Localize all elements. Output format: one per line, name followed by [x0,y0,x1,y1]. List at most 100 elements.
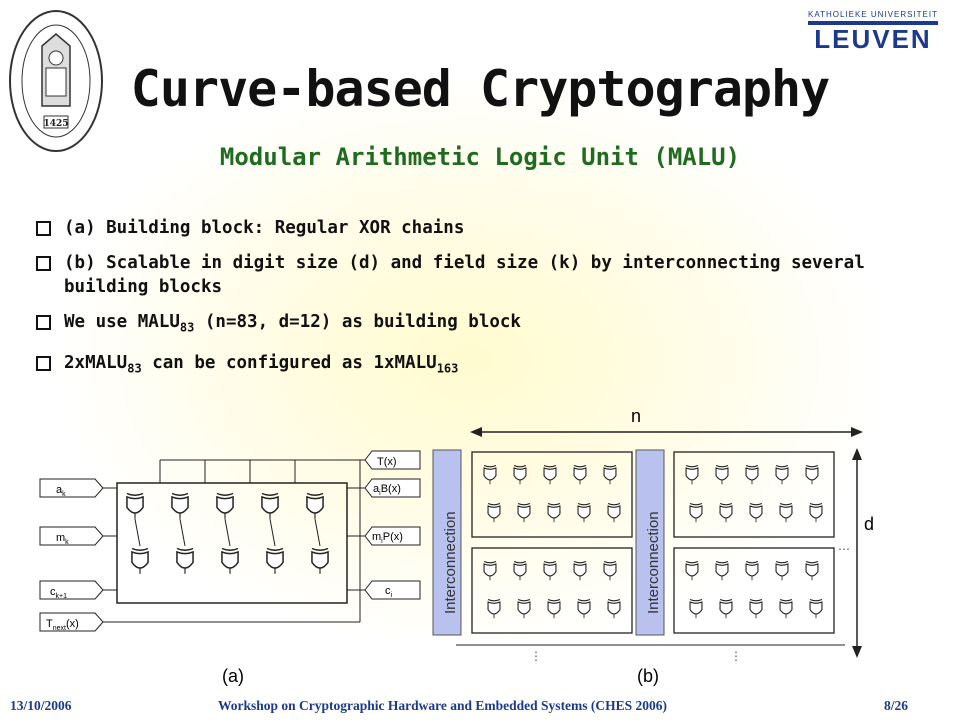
xor-gate-icon [171,492,189,520]
svg-text:T(x): T(x) [377,456,397,468]
ellipsis-dots: ⋮ [730,649,742,663]
caption-a: (a) [222,666,244,686]
xor-gate-icon [577,598,591,619]
interconnection-bar [432,449,462,636]
bullet-text: (n=83, d=12) as building block [194,312,521,332]
input-mk: mk [39,526,117,546]
chain-wire [224,518,231,547]
xor-gate-icon [573,560,587,581]
xor-gate-icon [685,464,699,485]
xor-gate-icon [805,464,819,485]
xor-gate-icon [176,547,194,575]
bullet-list: (a) Building block: Regular XOR chains (… [36,216,926,391]
building-block-box [471,547,633,634]
xor-gate-icon [573,464,587,485]
xor-gate-icon [689,598,703,619]
xor-gate-icon [517,598,531,619]
xor-gate-icon [261,492,279,520]
xor-gate-icon [775,464,789,485]
ku-leuven-logo: KATHOLIEKE UNIVERSITEIT LEUVEN [808,10,938,53]
xor-gate-icon [719,502,733,523]
xor-gate-icon [216,492,234,520]
xor-gate-icon [809,598,823,619]
bullet-item: (b) Scalable in digit size (d) and field… [36,251,926,299]
output-mipx: miP(x) [347,526,421,546]
xor-gate-icon [221,547,239,575]
building-block-box [471,451,633,538]
xor-gate-icon [745,560,759,581]
svg-text:mk: mk [56,532,69,546]
footer-event: Workshop on Cryptographic Hardware and E… [218,698,668,713]
xor-gate-icon [131,547,149,575]
building-block-box [116,482,348,604]
xor-gate-icon [607,598,621,619]
xor-gate-icon [715,464,729,485]
interconnection-bar [635,449,665,636]
chain-wire [179,518,186,547]
output-tx: T(x) [160,450,421,470]
svg-text:ck+1: ck+1 [50,586,67,600]
bullet-box-icon [36,256,51,271]
diagram-a: ak mk ck+1 Tnext(x) T(x) aiB(x) [39,450,421,686]
xor-gate-icon [266,547,284,575]
interconnection-label: Interconnection [645,511,662,614]
output-aibx: aiB(x) [347,478,421,498]
xor-gate-icon [749,502,763,523]
xor-gate-icon [715,560,729,581]
xor-gate-icon [779,598,793,619]
logo-university-text: KATHOLIEKE UNIVERSITEIT [808,10,938,19]
input-ck1: ck+1 [39,580,117,600]
xor-gate-icon [483,560,497,581]
xor-gate-icon [719,598,733,619]
footer-date: 13/10/2006 [10,698,72,713]
building-block-box [673,451,835,538]
xor-gate-icon [603,464,617,485]
xor-gate-icon [689,502,703,523]
ellipsis-dots: ⋯ [838,542,850,556]
svg-text:ci: ci [385,585,393,599]
chain-wire [134,518,141,547]
xor-gate-icon [805,560,819,581]
bullet-text: 2xMALU [64,352,128,373]
xor-gate-icon [517,502,531,523]
d-label: d [864,514,874,534]
xor-gate-icon [749,598,763,619]
xor-gate-icon [311,547,329,575]
xor-gate-icon [306,492,324,520]
xor-gate-icon [483,464,497,485]
seal-year: 1425 [43,119,68,129]
caption-b: (b) [637,666,659,686]
svg-text:aiB(x): aiB(x) [373,483,401,497]
xor-gate-icon [513,464,527,485]
bullet-item: 2xMALU83 can be configured as 1xMALU163 [36,351,926,381]
xor-gate-icon [775,560,789,581]
xor-gate-icon [779,502,793,523]
bullet-box-icon [36,355,51,371]
logo-bar [808,21,938,25]
xor-gate-icon [685,560,699,581]
xor-gate-icon [745,464,759,485]
xor-gate-array [126,492,329,575]
svg-text:miP(x): miP(x) [372,531,403,545]
xor-gate-icon [487,502,501,523]
ellipsis-dots: ⋮ [530,649,542,663]
slide-subtitle: Modular Arithmetic Logic Unit (MALU) [219,143,741,171]
xor-gate-icon [543,464,557,485]
university-seal: 1425 [9,10,103,152]
bullet-subscript: 83 [179,320,195,335]
xor-gate-icon [603,560,617,581]
bit-lines [159,460,296,483]
xor-gate-icon [809,502,823,523]
input-ak: ak [39,478,117,498]
bullet-text: We use MALU [64,312,180,332]
bullet-item: We use MALU83 (n=83, d=12) as building b… [36,310,926,340]
bullet-subscript: 83 [127,361,142,375]
chain-wire [314,518,321,547]
xor-gate-icon [607,502,621,523]
output-ci: ci [347,580,421,600]
building-block-box [673,547,835,634]
diagram-b: n d Interconnection Interconnection ⋮ ⋮ … [432,406,874,686]
n-label: n [631,406,641,426]
